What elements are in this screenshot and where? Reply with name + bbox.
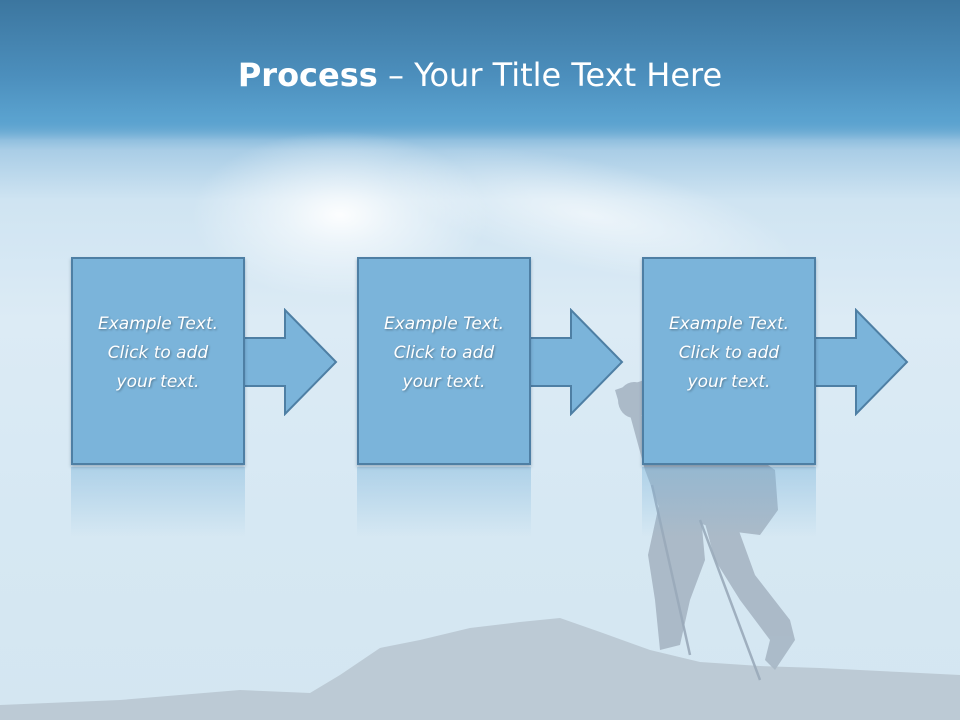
step-1-box[interactable] [71, 257, 245, 465]
step-2-box[interactable] [357, 257, 531, 465]
title-bold: Process [237, 56, 378, 94]
step-3-box[interactable] [642, 257, 816, 465]
step-1-text[interactable]: Example Text. Click to add your text. [97, 314, 219, 392]
trekking-poles [650, 484, 762, 681]
step-2-reflection [357, 467, 531, 537]
header-band [0, 0, 960, 140]
mountain-silhouette [0, 618, 960, 720]
step-3-arrow-icon [812, 308, 909, 416]
step-3-reflection [642, 467, 816, 537]
step-2-text[interactable]: Example Text. Click to add your text. [383, 314, 505, 392]
step-2-arrow-icon [527, 308, 624, 416]
title-rest: – Your Title Text Here [377, 56, 723, 94]
slide-title[interactable]: Process – Your Title Text Here [0, 52, 960, 98]
step-3-text[interactable]: Example Text. Click to add your text. [668, 314, 790, 392]
step-1-reflection [71, 467, 245, 537]
step-1-arrow-icon [241, 308, 338, 416]
